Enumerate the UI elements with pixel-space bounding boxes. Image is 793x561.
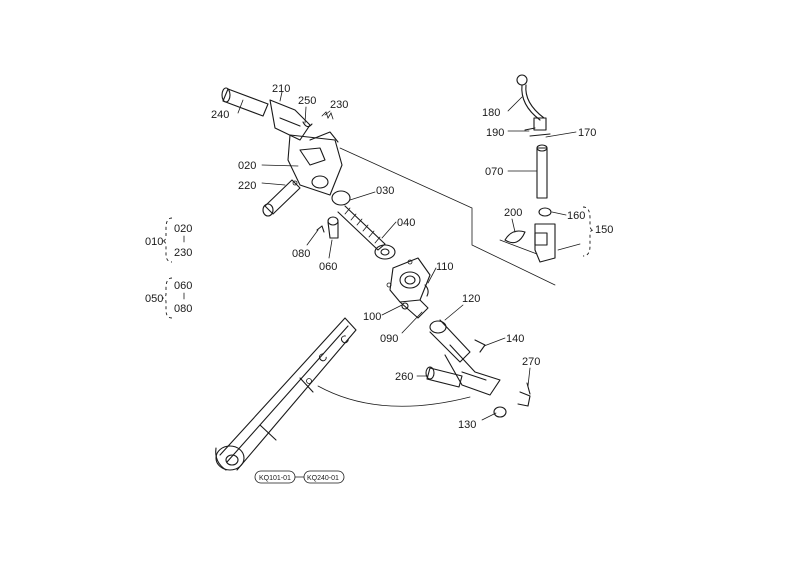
label-030: 030 xyxy=(376,185,394,197)
part-labels: 180 190 170 070 200 160 150 240 210 250 … xyxy=(211,83,613,431)
ref-box-kq240: KQ240-01 xyxy=(303,470,345,484)
label-140: 140 xyxy=(506,333,524,345)
label-210: 210 xyxy=(272,83,290,95)
label-230: 230 xyxy=(330,99,348,111)
group-legend-010: 010 020 230 xyxy=(145,217,192,263)
label-110: 110 xyxy=(436,261,454,273)
label-070: 070 xyxy=(485,166,503,178)
label-240: 240 xyxy=(211,109,229,121)
label-170: 170 xyxy=(578,127,596,139)
label-250: 250 xyxy=(298,95,316,107)
upper-clevis xyxy=(221,87,343,196)
group-legend-050: 050 060 080 xyxy=(145,277,192,319)
label-150: 150 xyxy=(595,224,613,236)
label-040: 040 xyxy=(397,217,415,229)
label-260: 260 xyxy=(395,371,413,383)
label-080: 080 xyxy=(292,248,310,260)
ref-label: KQ240-01 xyxy=(307,475,339,482)
label-180: 180 xyxy=(482,107,500,119)
label-090: 090 xyxy=(380,333,398,345)
nut-040 xyxy=(374,244,396,260)
label-160: 160 xyxy=(567,210,585,222)
label-060: 060 xyxy=(319,261,337,273)
ref-box-kq101: KQ101-01 xyxy=(254,470,296,484)
lower-rod-120 xyxy=(425,319,531,418)
group-050-id: 050 xyxy=(145,293,163,305)
label-020: 020 xyxy=(238,160,256,172)
lever-assembly xyxy=(504,74,556,263)
label-130: 130 xyxy=(458,419,476,431)
housing-090 xyxy=(386,257,431,319)
label-120: 120 xyxy=(462,293,480,305)
label-190: 190 xyxy=(486,127,504,139)
parts-080-060 xyxy=(316,216,339,239)
group-010-item-1: 020 xyxy=(174,223,192,235)
group-050-item-2: 080 xyxy=(174,303,192,315)
label-220: 220 xyxy=(238,180,256,192)
label-270: 270 xyxy=(522,356,540,368)
group-010-item-2: 230 xyxy=(174,247,192,259)
ref-label: KQ101-01 xyxy=(259,475,291,482)
label-200: 200 xyxy=(504,207,522,219)
arm-letter-c-upper: C xyxy=(338,333,352,347)
screw-030 xyxy=(331,190,386,251)
leader-lines xyxy=(237,91,595,421)
label-100: 100 xyxy=(363,311,381,323)
group-050-item-1: 060 xyxy=(174,280,192,292)
group-010-id: 010 xyxy=(145,236,163,248)
pin-220 xyxy=(262,179,301,217)
